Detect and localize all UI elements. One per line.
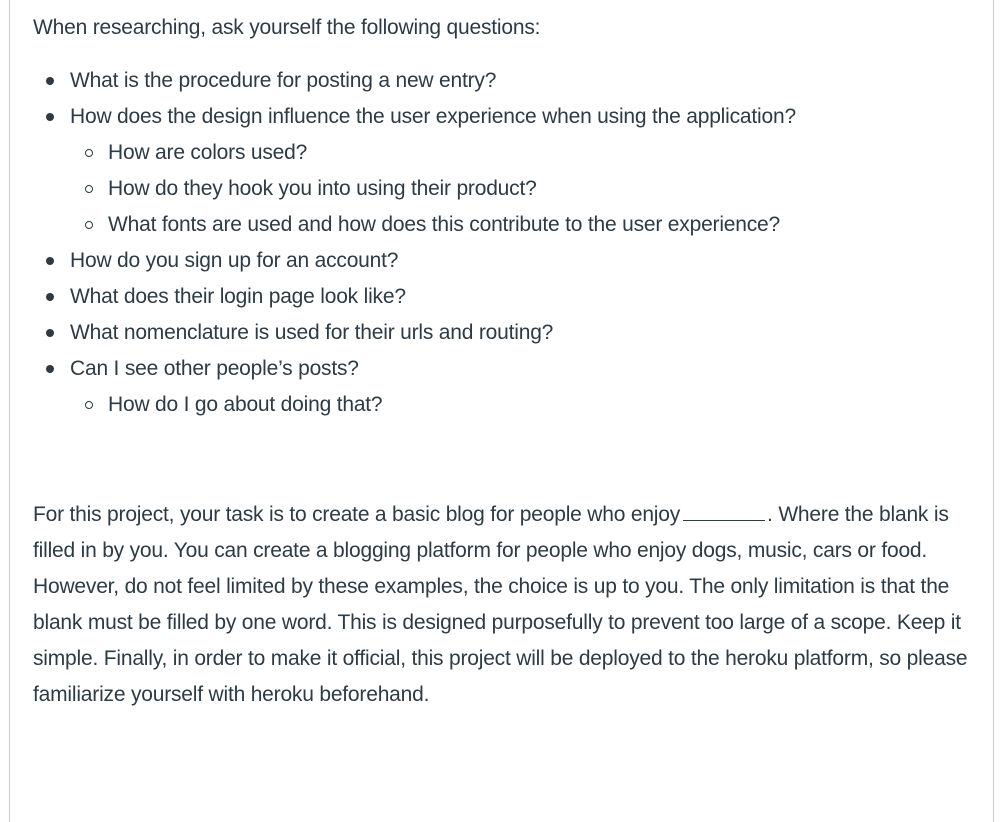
project-text-end: . Where the blank is filled in by you. Y… [33,503,968,706]
research-questions-list: What is the procedure for posting a new … [33,63,978,423]
question-text: What is the procedure for posting a new … [70,69,497,92]
sub-list-item: How do they hook you into using their pr… [85,171,978,207]
list-item: How does the design influence the user e… [46,99,978,243]
sub-question-text: How do I go about doing that? [108,393,383,416]
intro-text: When researching, ask yourself the follo… [33,16,541,39]
list-item: How do you sign up for an account? [46,243,978,279]
bullet-icon [46,257,54,265]
sub-questions-list: How do I go about doing that? [70,387,978,423]
bullet-icon [46,329,54,337]
bullet-icon [46,77,54,85]
question-text: How do you sign up for an account? [70,249,399,272]
hollow-bullet-icon [85,401,93,409]
question-text: How does the design influence the user e… [70,105,796,128]
sub-question-text: How are colors used? [108,141,308,164]
sub-list-item: How are colors used? [85,135,978,171]
list-item: What is the procedure for posting a new … [46,63,978,99]
sub-list-item: How do I go about doing that? [85,387,978,423]
list-item: Can I see other people’s posts? How do I… [46,351,978,423]
bullet-icon [46,113,54,121]
question-text: What nomenclature is used for their urls… [70,321,554,344]
hollow-bullet-icon [85,149,93,157]
bullet-icon [46,293,54,301]
sub-question-text: What fonts are used and how does this co… [108,213,781,236]
sub-list-item: What fonts are used and how does this co… [85,207,978,243]
project-description: For this project, your task is to create… [33,496,978,713]
list-item: What does their login page look like? [46,279,978,315]
section-spacer [33,423,978,496]
project-text-start: For this project, your task is to create… [33,503,681,526]
sub-questions-list: How are colors used? How do they hook yo… [70,135,978,243]
hollow-bullet-icon [85,185,93,193]
sub-question-text: How do they hook you into using their pr… [108,177,537,200]
list-item: What nomenclature is used for their urls… [46,315,978,351]
question-text: What does their login page look like? [70,285,406,308]
page-frame: When researching, ask yourself the follo… [9,0,994,822]
assignment-content: When researching, ask yourself the follo… [33,10,978,713]
bullet-icon [46,365,54,373]
hollow-bullet-icon [85,221,93,229]
question-text: Can I see other people’s posts? [70,357,359,380]
fill-in-blank [683,496,766,521]
